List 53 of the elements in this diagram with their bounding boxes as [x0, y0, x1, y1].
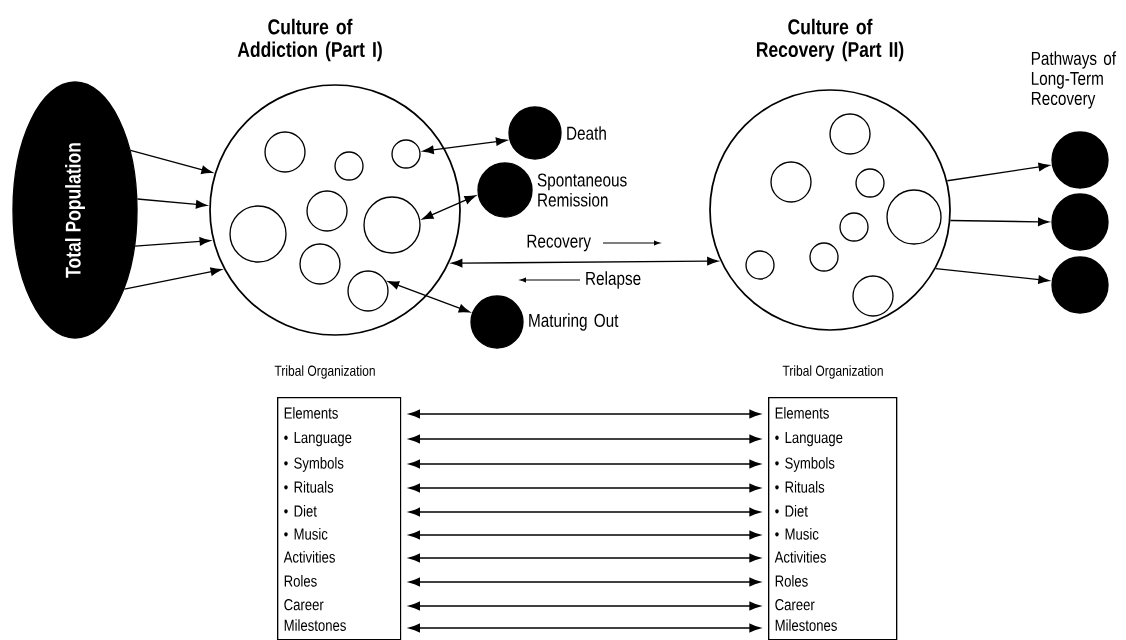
small-circle: [829, 113, 871, 155]
arrow: [408, 483, 761, 493]
culture-title: Culture of Addiction (Part I): [237, 18, 382, 62]
small-circle: [839, 212, 869, 242]
flow-label: Recovery: [527, 234, 591, 252]
arrow: [422, 195, 476, 220]
organization-label: Tribal Organization: [274, 365, 375, 379]
arrow: [408, 577, 761, 587]
arrow: [408, 623, 761, 633]
arrow: [129, 149, 213, 174]
pathway-circle: [1051, 131, 1109, 189]
arrow: [451, 256, 719, 268]
small-circle: [306, 190, 348, 232]
outcome-label: Maturing Out: [529, 313, 619, 331]
list-box: Elements • Language • Symbols • Rituals • Diet • Music Activities Roles Career Milestones: [768, 397, 898, 640]
small-circle: [770, 161, 812, 203]
culture-title: Culture of Recovery (Part II): [757, 18, 904, 62]
small-circle: [334, 151, 364, 181]
small-circle: [363, 196, 421, 254]
flow-label: Relapse: [586, 271, 641, 289]
small-circle: [886, 189, 942, 245]
outcome-label: Spontaneous Remission: [537, 173, 627, 207]
population-label: Total Population: [65, 143, 85, 278]
arrow: [388, 281, 470, 313]
list-box: Elements • Language • Symbols • Rituals • Diet • Music Activities Roles Career Milestones: [277, 397, 402, 640]
arrow: [408, 601, 761, 611]
outcome-label: Death: [567, 126, 606, 140]
arrow: [136, 198, 207, 209]
arrow: [949, 217, 1050, 227]
arrow: [134, 237, 211, 247]
small-circle: [391, 139, 421, 169]
arrow: [408, 434, 761, 444]
arrow: [408, 530, 761, 540]
small-circle: [299, 243, 341, 285]
heading: Pathways of Long-Term Recovery: [1031, 51, 1117, 109]
pathway-circle: [1051, 256, 1109, 314]
small-circle: [809, 242, 839, 272]
arrow: [422, 137, 507, 154]
arrow: [408, 507, 761, 517]
small-circle: [852, 275, 894, 317]
small-circle: [855, 168, 885, 198]
organization-label: Tribal Organization: [782, 365, 883, 379]
small-circle: [745, 250, 775, 280]
arrow: [946, 162, 1050, 182]
arrow: [123, 267, 222, 290]
arrow: [408, 409, 761, 419]
small-circle: [347, 270, 389, 312]
arrow: [935, 267, 1050, 284]
arrow: [408, 459, 761, 469]
small-circle: [229, 205, 287, 263]
small-circle: [264, 131, 306, 173]
pathway-circle: [1051, 193, 1109, 251]
arrow: [408, 553, 761, 563]
